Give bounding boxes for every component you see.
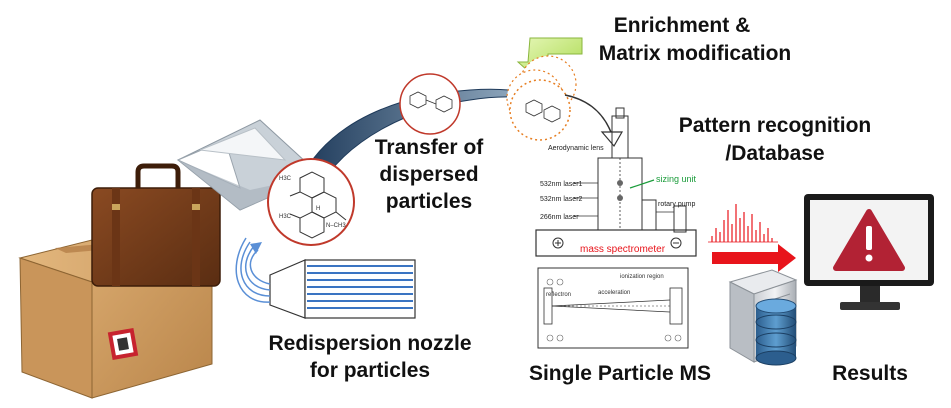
- warning-icon: [833, 209, 905, 271]
- small-molecule-icon: [399, 73, 461, 135]
- label-laser3: 266nm laser: [540, 214, 579, 221]
- nozzle-icon: [235, 237, 416, 319]
- label-database: /Database: [725, 142, 825, 165]
- transfer-arrow: [564, 94, 613, 136]
- label-laser1: 532nm laser1: [540, 181, 583, 188]
- spms-instrument: Aerodynamic lens 532nm laser1 532nm lase…: [535, 107, 697, 257]
- label-transfer-2: dispersed: [379, 163, 479, 186]
- label-sizing-unit: sizing unit: [656, 174, 697, 184]
- tof-schematic: reflectron ionization region acceleratio…: [537, 267, 689, 349]
- database-icon: [755, 298, 797, 366]
- label-laser2: 532nm laser2: [540, 196, 583, 203]
- label-for-particles: for particles: [309, 359, 431, 382]
- spectrum-icon: [708, 204, 778, 243]
- particle-icon: [506, 55, 577, 141]
- label-redispersion-nozzle: Redispersion nozzle: [268, 332, 472, 355]
- suitcase-icon: [91, 163, 221, 287]
- label-transfer-3: particles: [385, 190, 473, 213]
- label-mass-spectrometer: mass spectrometer: [580, 244, 666, 255]
- label-single-particle-ms: Single Particle MS: [528, 362, 712, 385]
- chem-label-h: H: [316, 206, 320, 212]
- label-ionization-region: ionization region: [620, 274, 664, 280]
- monitor-icon: [804, 194, 934, 310]
- label-rotary-pump: rotary pump: [658, 201, 695, 208]
- molecule-icon: H3C H3C H N–CH3: [267, 158, 355, 246]
- chem-label-n-ch3: N–CH3: [326, 223, 346, 229]
- label-matrix-modification: Matrix modification: [598, 42, 792, 65]
- label-aerodynamic-lens: Aerodynamic lens: [548, 145, 604, 152]
- label-pattern-recognition: Pattern recognition: [678, 114, 872, 137]
- label-acceleration: acceleration: [598, 290, 630, 296]
- label-results: Results: [832, 362, 908, 385]
- chem-label-h3c-top: H3C: [279, 176, 292, 182]
- chem-label-h3c-bottom: H3C: [279, 214, 292, 220]
- label-transfer-1: Transfer of: [374, 136, 484, 159]
- label-enrichment: Enrichment &: [613, 14, 751, 37]
- result-arrow: [712, 244, 796, 272]
- label-reflectron: reflectron: [546, 292, 571, 298]
